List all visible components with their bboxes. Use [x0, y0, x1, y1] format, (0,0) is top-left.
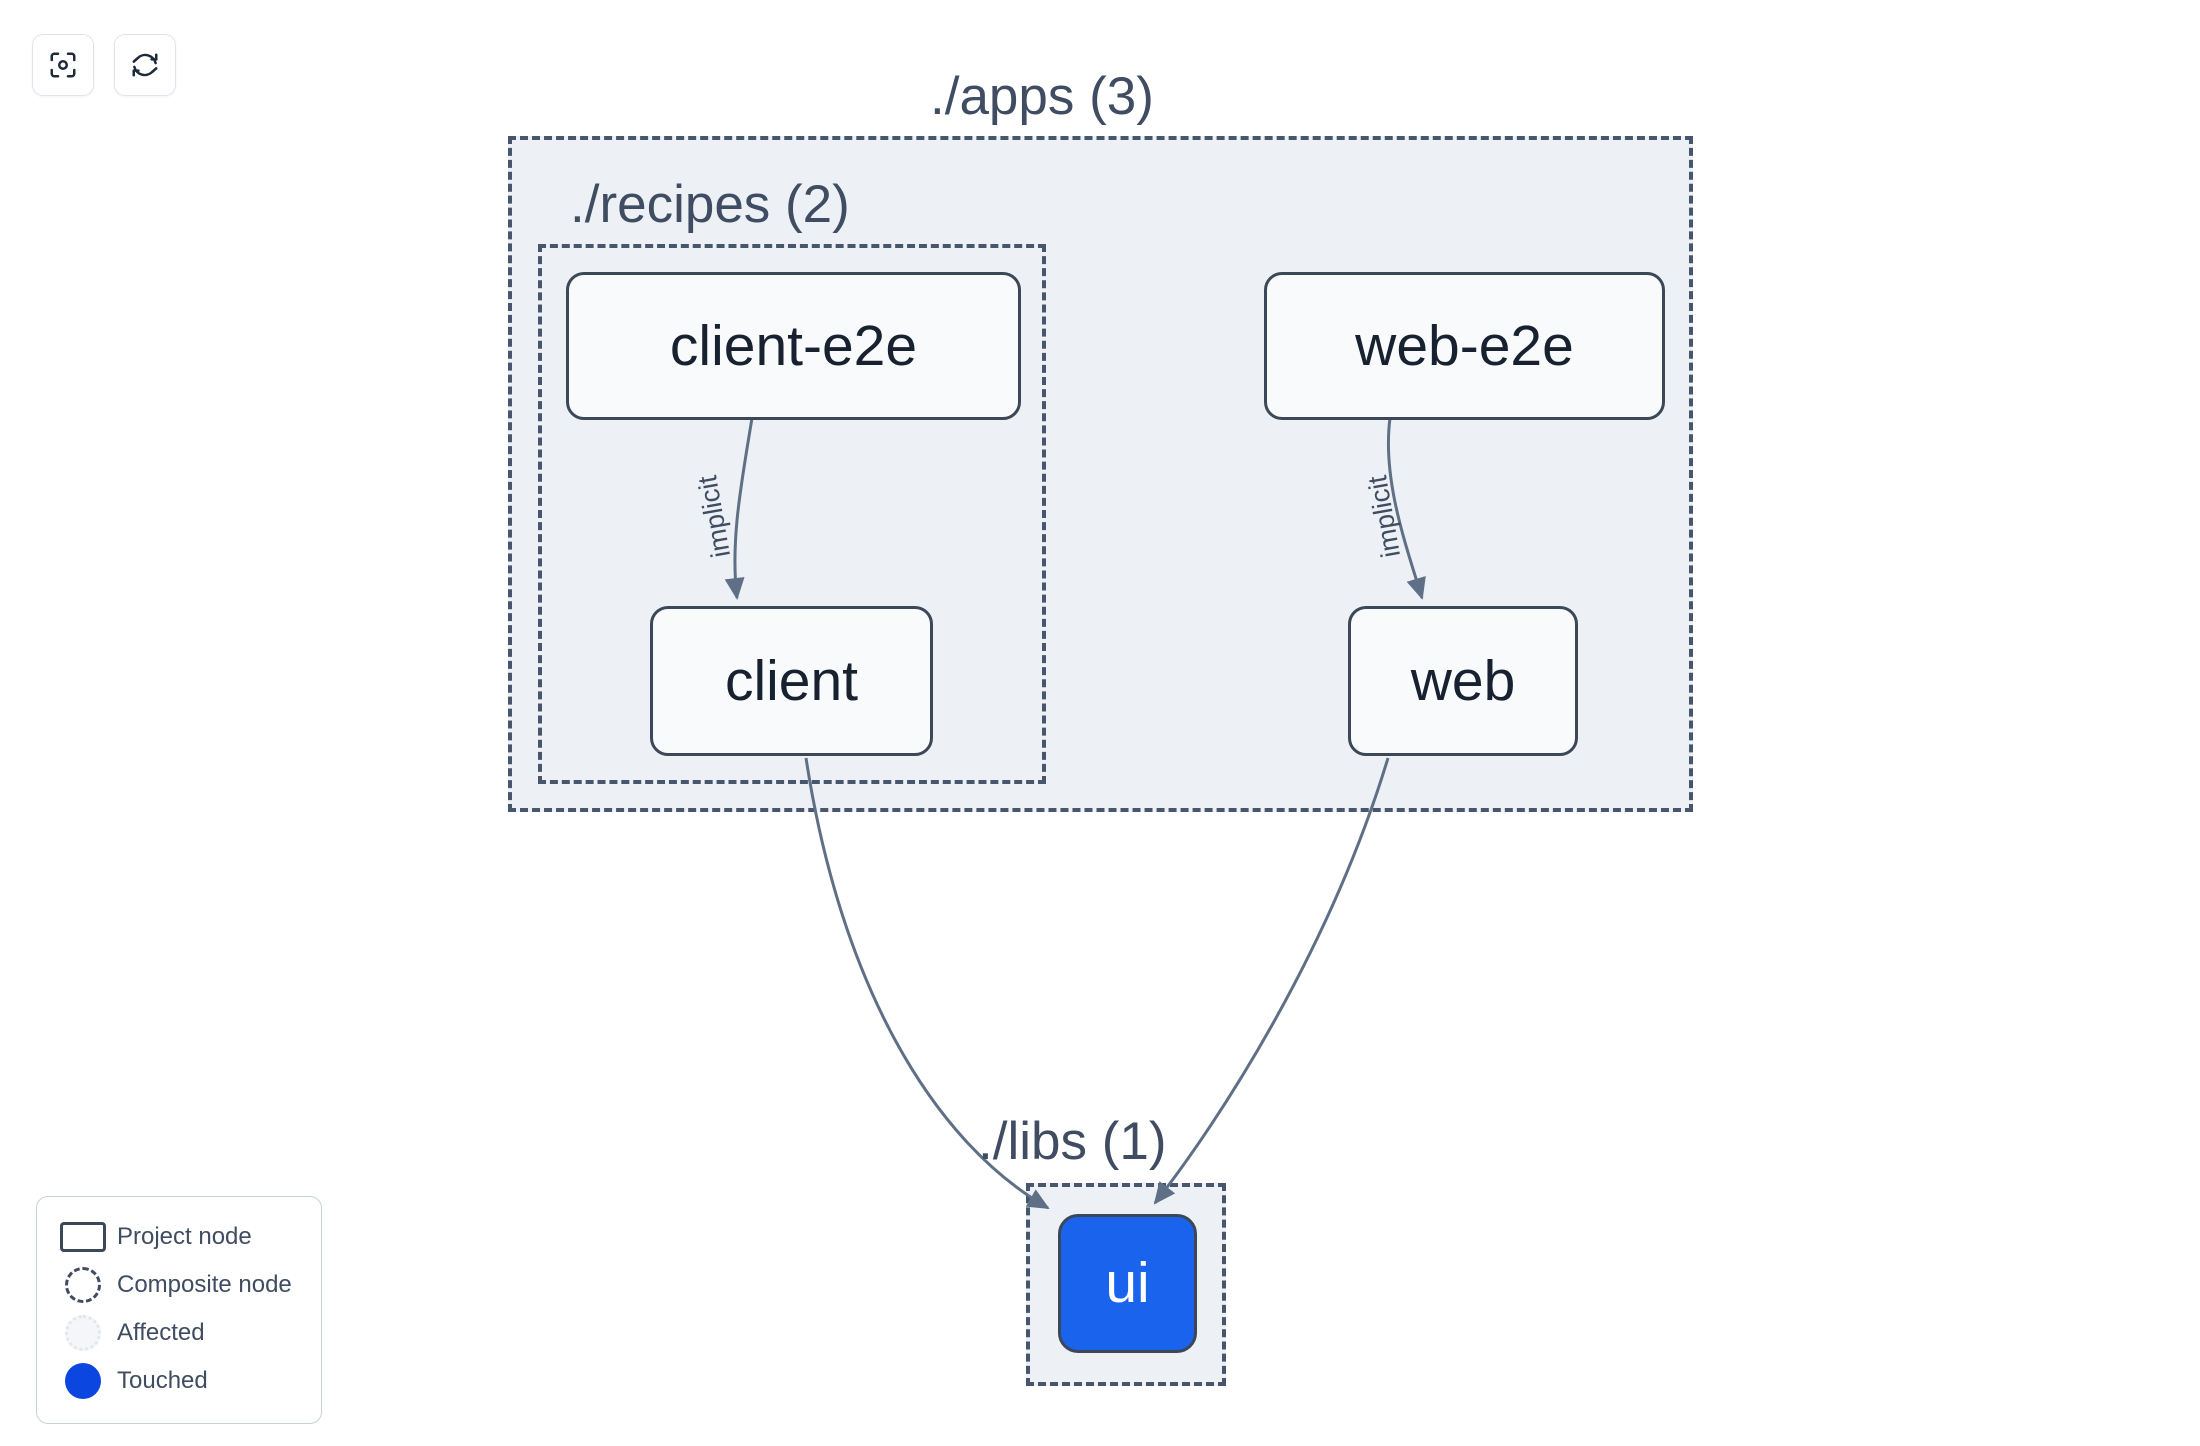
project-node-client[interactable]: client: [650, 606, 933, 756]
project-node-swatch: [55, 1222, 111, 1252]
composite-node-swatch: [55, 1267, 111, 1303]
refresh-icon: [130, 50, 160, 80]
legend-label-project-node: Project node: [117, 1223, 252, 1250]
composite-label-apps: ./apps (3): [930, 67, 1154, 126]
graph-toolbar: [32, 34, 176, 96]
focus-graph-button[interactable]: [32, 34, 94, 96]
legend-item-touched: Touched: [55, 1357, 303, 1405]
legend-label-affected: Affected: [117, 1319, 205, 1346]
legend-label-touched: Touched: [117, 1367, 208, 1394]
legend-item-project-node: Project node: [55, 1213, 303, 1261]
refresh-graph-button[interactable]: [114, 34, 176, 96]
legend-item-affected: Affected: [55, 1309, 303, 1357]
project-node-client-e2e[interactable]: client-e2e: [566, 272, 1021, 420]
touched-swatch: [55, 1363, 111, 1399]
graph-legend: Project node Composite node Affected Tou…: [36, 1196, 322, 1424]
composite-label-recipes: ./recipes (2): [570, 175, 850, 234]
project-node-web[interactable]: web: [1348, 606, 1578, 756]
focus-scan-icon: [48, 50, 78, 80]
legend-item-composite-node: Composite node: [55, 1261, 303, 1309]
composite-label-libs: ./libs (1): [978, 1112, 1167, 1171]
edge-web-to-ui: [1153, 757, 1390, 1205]
project-node-web-e2e[interactable]: web-e2e: [1264, 272, 1665, 420]
legend-label-composite-node: Composite node: [117, 1271, 292, 1298]
project-node-ui[interactable]: ui: [1058, 1214, 1197, 1353]
affected-swatch: [55, 1315, 111, 1351]
